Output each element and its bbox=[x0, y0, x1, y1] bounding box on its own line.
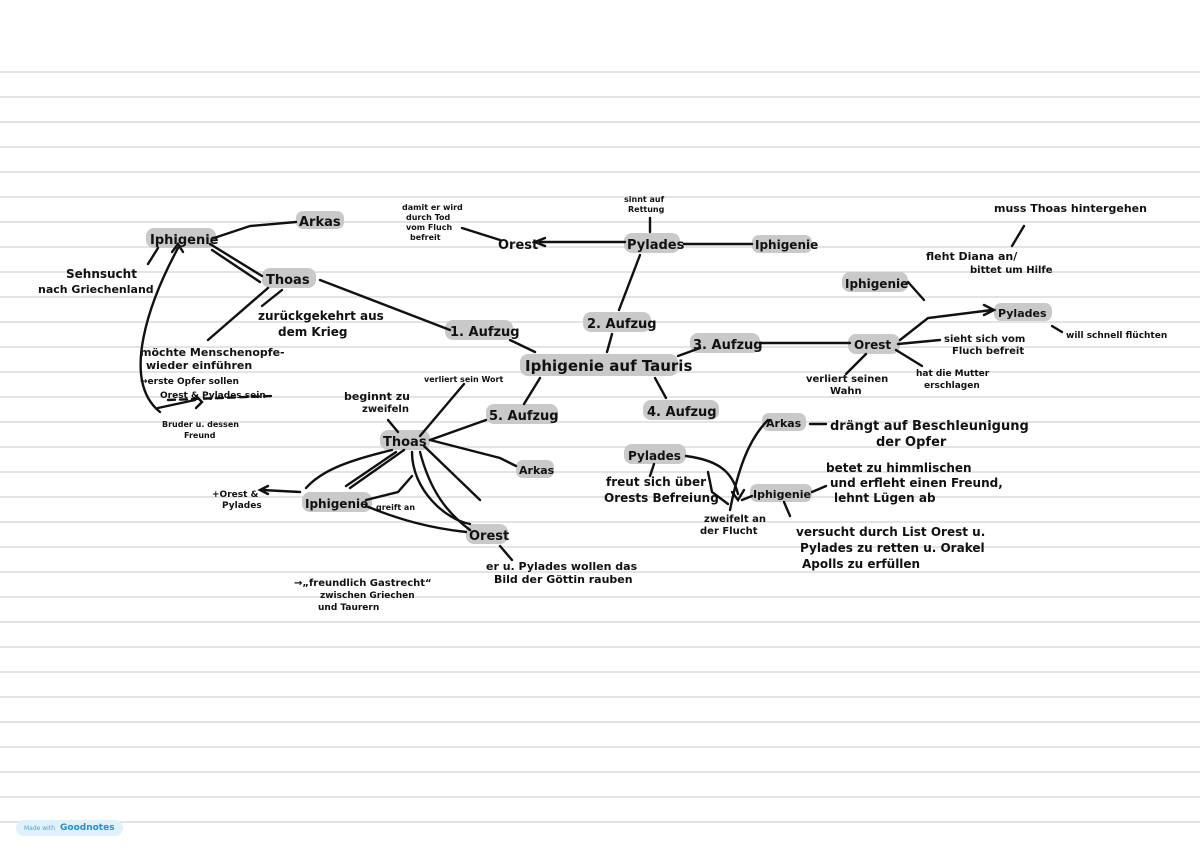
a2-pylades: Pylades bbox=[627, 238, 685, 253]
a5-griechen-1: +Orest & bbox=[212, 490, 259, 500]
act-5-branch: Thoas Arkas Iphigenie Orest beginnt zu z… bbox=[212, 375, 638, 613]
a1-thoas: Thoas bbox=[266, 273, 310, 288]
a4-betet-3: lehnt Lügen ab bbox=[834, 491, 936, 505]
a4-freut-2: Orests Befreiung bbox=[604, 491, 719, 505]
a5-orest: Orest bbox=[469, 529, 509, 544]
a3-diana-2: bittet um Hilfe bbox=[970, 265, 1053, 276]
a2-fluch-3: vom Fluch bbox=[406, 223, 452, 232]
a2-fluch-1: damit er wird bbox=[402, 203, 463, 212]
a1-iphigenie: Iphigenie bbox=[150, 233, 219, 248]
a1-bruder-1: Bruder u. dessen bbox=[162, 420, 239, 429]
a4-iphigenie: Iphigenie bbox=[753, 488, 811, 501]
goodnotes-logo: Goodnotes bbox=[60, 823, 115, 833]
a4-list-2: Pylades zu retten u. Orakel bbox=[800, 541, 985, 555]
a3-orest: Orest bbox=[854, 338, 891, 352]
a3-diana-1: fleht Diana an/ bbox=[926, 250, 1018, 263]
a5-freund-1: →„freundlich Gastrecht“ bbox=[294, 578, 432, 589]
a2-iphigenie: Iphigenie bbox=[755, 238, 818, 252]
a3-fluch-1: sieht sich vom bbox=[944, 334, 1025, 345]
act-1-branch: Iphigenie Arkas Thoas Sehnsucht nach Gri… bbox=[38, 215, 384, 440]
a5-bild-1: er u. Pylades wollen das bbox=[486, 560, 638, 573]
a3-mutter-2: erschlagen bbox=[924, 381, 980, 391]
center-node: Iphigenie auf Tauris bbox=[525, 357, 692, 375]
a1-moechte-2: wieder einführen bbox=[146, 359, 252, 372]
act-4-branch: Arkas Pylades Iphigenie drängt auf Besch… bbox=[604, 417, 1029, 571]
a3-flucht: will schnell flüchten bbox=[1066, 331, 1167, 341]
a3-pylades: Pylades bbox=[998, 307, 1047, 320]
a5-beginnt-1: beginnt zu bbox=[344, 390, 410, 403]
a5-verliert: verliert sein Wort bbox=[424, 375, 503, 384]
act-3: 3. Aufzug bbox=[693, 338, 763, 353]
a2-fluch-2: durch Tod bbox=[406, 213, 450, 222]
goodnotes-badge: Made with Goodnotes bbox=[16, 820, 123, 836]
a1-zurueck-1: zurückgekehrt aus bbox=[258, 309, 384, 323]
a1-moechte-1: möchte Menschenopfe- bbox=[140, 346, 285, 359]
a1-opfer-2: Orest & Pylades sein bbox=[160, 391, 266, 401]
a2-fluch-4: befreit bbox=[410, 233, 441, 242]
a5-iphigenie: Iphigenie bbox=[305, 497, 368, 511]
a4-list-3: Apolls zu erfüllen bbox=[802, 557, 920, 571]
a4-arkas: Arkas bbox=[766, 417, 802, 430]
a4-zweifelt-1: zweifelt an bbox=[704, 514, 766, 525]
act-2: 2. Aufzug bbox=[587, 317, 657, 332]
a4-pylades: Pylades bbox=[628, 449, 681, 463]
connections bbox=[139, 216, 1064, 562]
a1-sehnsucht-2: nach Griechenland bbox=[38, 283, 154, 296]
act-2-branch: Orest Pylades Iphigenie damit er wird du… bbox=[402, 195, 818, 253]
a3-fluch-2: Fluch befreit bbox=[952, 346, 1024, 357]
a3-iphigenie: Iphigenie bbox=[845, 277, 908, 291]
a1-opfer-1: →erste Opfer sollen bbox=[140, 377, 239, 387]
a1-bruder-2: Freund bbox=[184, 431, 216, 440]
a1-zurueck-2: dem Krieg bbox=[278, 325, 347, 339]
a1-sehnsucht-1: Sehnsucht bbox=[66, 267, 137, 281]
a5-griechen-2: Pylades bbox=[222, 501, 262, 511]
a4-drang-2: der Opfer bbox=[876, 435, 947, 450]
a5-greift: greift an bbox=[376, 503, 415, 512]
a1-arkas: Arkas bbox=[299, 215, 341, 230]
a4-drang-1: drängt auf Beschleunigung bbox=[830, 419, 1029, 434]
a3-wahn-2: Wahn bbox=[830, 386, 862, 397]
a5-arkas: Arkas bbox=[519, 464, 555, 477]
a2-rettung-2: Rettung bbox=[628, 205, 665, 214]
a3-mutter-1: hat die Mutter bbox=[916, 369, 990, 379]
highlights bbox=[146, 211, 1052, 544]
a4-betet-2: und erfleht einen Freund, bbox=[830, 476, 1003, 490]
a3-wahn-1: verliert seinen bbox=[806, 374, 888, 385]
a4-betet-1: betet zu himmlischen bbox=[826, 461, 972, 475]
a5-bild-2: Bild der Göttin rauben bbox=[494, 573, 633, 586]
act-1: 1. Aufzug bbox=[450, 325, 520, 340]
a5-freund-2: zwischen Griechen bbox=[320, 591, 415, 601]
act-5: 5. Aufzug bbox=[489, 409, 559, 424]
a4-freut-1: freut sich über bbox=[606, 475, 706, 489]
a2-rettung-1: sinnt auf bbox=[624, 195, 665, 204]
act-4: 4. Aufzug bbox=[647, 405, 717, 420]
a5-freund-3: und Taurern bbox=[318, 603, 379, 613]
a2-orest: Orest bbox=[498, 238, 538, 253]
a5-beginnt-2: zweifeln bbox=[362, 404, 409, 415]
a5-thoas: Thoas bbox=[383, 435, 427, 450]
made-with-label: Made with bbox=[24, 824, 55, 832]
act-3-branch: Iphigenie Orest Pylades muss Thoas hinte… bbox=[806, 202, 1167, 397]
a4-zweifelt-2: der Flucht bbox=[700, 526, 758, 537]
a3-thoas: muss Thoas hintergehen bbox=[994, 202, 1147, 215]
a4-list-1: versucht durch List Orest u. bbox=[796, 525, 985, 539]
